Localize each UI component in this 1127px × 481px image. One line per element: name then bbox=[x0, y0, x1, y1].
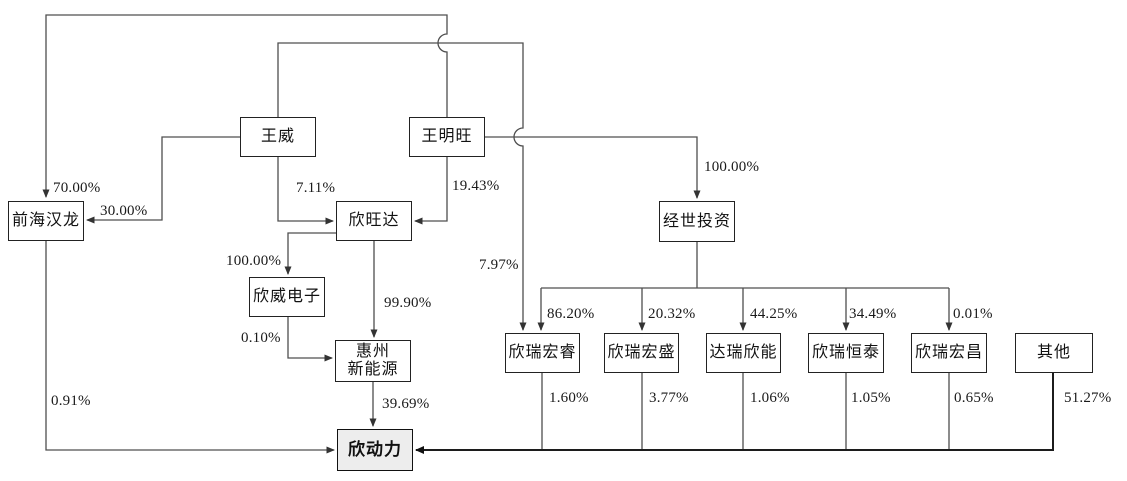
edge-label: 20.32% bbox=[648, 306, 696, 322]
edge-rail-xindongli bbox=[415, 373, 1054, 454]
edge-label: 30.00% bbox=[100, 203, 148, 219]
node-label: 王明旺 bbox=[421, 128, 473, 145]
node-label: 达瑞欣能 bbox=[709, 344, 778, 361]
node-label-line1: 惠州 bbox=[355, 343, 390, 360]
node-xinrui-hongsheng: 欣瑞宏盛 bbox=[604, 333, 679, 373]
node-wang-wei: 王威 bbox=[240, 117, 316, 157]
node-xinrui-hongchang: 欣瑞宏昌 bbox=[911, 333, 987, 373]
edge-label: 86.20% bbox=[547, 306, 595, 322]
edge-label: 0.01% bbox=[953, 306, 993, 322]
edge-wangwei-hongrui bbox=[277, 42, 527, 331]
edge-label: 7.97% bbox=[479, 257, 519, 273]
node-label: 欣旺达 bbox=[348, 212, 400, 229]
edge-wangmingwang-qianhai bbox=[42, 14, 448, 198]
node-xinwei-dianzi: 欣威电子 bbox=[249, 277, 325, 317]
edge-qianhai-xindongli bbox=[45, 241, 335, 454]
node-label: 欣瑞宏昌 bbox=[914, 344, 983, 361]
node-huizhou-xinnengyuan: 惠州 新能源 bbox=[335, 340, 411, 382]
node-darui-xinneng: 达瑞欣能 bbox=[706, 333, 781, 373]
node-xindongli: 欣动力 bbox=[337, 429, 413, 471]
edge-label: 51.27% bbox=[1064, 390, 1112, 406]
edge-label: 0.91% bbox=[51, 393, 91, 409]
node-label: 王威 bbox=[260, 128, 295, 145]
node-qita: 其他 bbox=[1015, 333, 1093, 373]
edge-label: 1.05% bbox=[851, 390, 891, 406]
edge-label: 3.77% bbox=[649, 390, 689, 406]
node-label: 经世投资 bbox=[662, 212, 731, 230]
edge-label: 100.00% bbox=[226, 253, 282, 269]
node-label: 欣动力 bbox=[348, 440, 402, 459]
node-label: 欣瑞宏盛 bbox=[607, 344, 676, 361]
edge-label: 100.00% bbox=[704, 159, 760, 175]
edge-label: 1.06% bbox=[750, 390, 790, 406]
node-label: 欣瑞宏睿 bbox=[508, 344, 577, 361]
edge-wangmingwang-jingshi bbox=[485, 136, 701, 199]
edge-wangwei-xinwangda bbox=[277, 157, 334, 225]
node-label: 惠州 新能源 bbox=[347, 343, 398, 379]
edge-xinwei-huizhou bbox=[287, 317, 333, 362]
node-qianhai-hanlong: 前海汉龙 bbox=[8, 201, 84, 241]
edge-label: 7.11% bbox=[296, 180, 336, 196]
edge-label: 44.25% bbox=[750, 306, 798, 322]
edge-label: 0.65% bbox=[954, 390, 994, 406]
node-label: 欣威电子 bbox=[252, 288, 321, 305]
node-label: 欣瑞恒泰 bbox=[811, 344, 880, 361]
edge-label: 39.69% bbox=[382, 396, 430, 412]
edge-label: 1.60% bbox=[549, 390, 589, 406]
node-wang-mingwang: 王明旺 bbox=[409, 117, 485, 157]
edge-label: 70.00% bbox=[53, 180, 101, 196]
edge-label: 0.10% bbox=[241, 330, 281, 346]
node-label: 前海汉龙 bbox=[11, 212, 80, 229]
node-label: 其他 bbox=[1036, 344, 1071, 361]
edge-wangmingwang-xinwangda bbox=[414, 157, 448, 225]
node-xinrui-hongrui: 欣瑞宏睿 bbox=[505, 333, 580, 373]
edge-wangwei-qianhai bbox=[86, 136, 240, 224]
node-xinwangda: 欣旺达 bbox=[336, 201, 412, 241]
node-xinrui-hengtai: 欣瑞恒泰 bbox=[808, 333, 884, 373]
edge-label: 34.49% bbox=[849, 306, 897, 322]
edge-xinwangda-xinwei bbox=[284, 232, 336, 275]
node-label-line2: 新能源 bbox=[347, 361, 399, 378]
edge-label: 19.43% bbox=[452, 178, 500, 194]
edge-label: 99.90% bbox=[384, 295, 432, 311]
node-jingshi-touzi: 经世投资 bbox=[659, 201, 735, 242]
